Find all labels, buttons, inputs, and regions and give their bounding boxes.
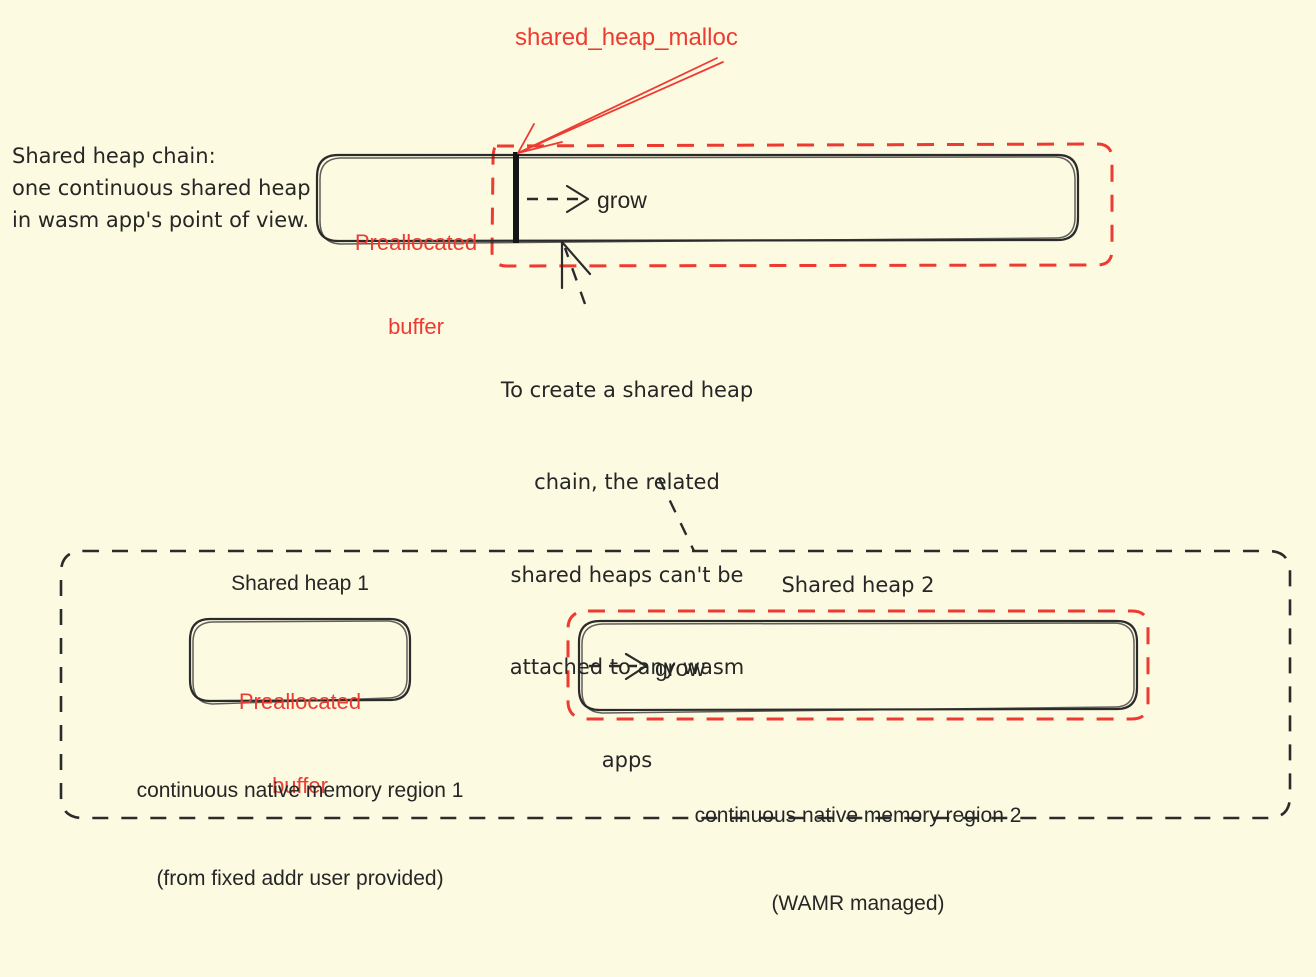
top-red-dashed-enclosure: [490, 142, 1114, 268]
heap2-caption-line-2: (WAMR managed): [771, 891, 945, 915]
constraint-note-line-1: To create a shared heap: [500, 377, 754, 402]
constraint-note-line-5: apps: [601, 748, 653, 773]
top-preallocated-buffer-line-2: buffer: [388, 313, 444, 339]
heap2-caption-line-1: continuous native memory region 2: [694, 803, 1022, 827]
constraint-note-line-3: shared heaps can't be: [510, 562, 744, 587]
heap2-title: Shared heap 2: [781, 573, 935, 597]
heap1-buffer-line-1: Preallocated: [238, 688, 362, 714]
diagram-canvas: .sk { fill:none; stroke:#2b2b2b; stroke-…: [12, 24, 1292, 915]
heap1-buffer-label: Preallocated buffer: [200, 632, 400, 856]
middle-note-leader-arrow: [560, 240, 592, 305]
constraint-note-line-4: attached to any wasm: [509, 655, 745, 680]
shared-heap-chain-note-line-1: Shared heap chain:: [12, 144, 216, 168]
heap1-buffer-line-2: buffer: [272, 772, 328, 798]
shared-heap-chain-constraint-note: To create a shared heap chain, the relat…: [472, 313, 782, 838]
shared-heap-malloc-label: shared_heap_malloc: [515, 24, 738, 51]
shared-heap-chain-note-line-3: in wasm app's point of view.: [12, 208, 310, 232]
heap1-caption-line-1: continuous native memory region 1: [136, 778, 464, 802]
heap1-title: Shared heap 1: [231, 572, 369, 595]
constraint-note-line-2: chain, the related: [534, 470, 720, 495]
shared-heap-malloc-callout-arrow: [517, 57, 724, 154]
heap2-caption: continuous native memory region 2 (WAMR …: [668, 742, 1048, 977]
top-grow-label: grow: [597, 187, 647, 213]
heap1-caption: continuous native memory region 1 (from …: [110, 717, 490, 952]
heap2-grow-label: grow: [655, 655, 705, 681]
shared-heap-chain-note-line-2: one continuous shared heap: [12, 176, 311, 200]
top-grow-arrow: [527, 184, 590, 214]
top-preallocated-buffer-label: Preallocated buffer: [336, 173, 496, 397]
top-preallocated-buffer-line-1: Preallocated: [354, 229, 478, 255]
heap1-caption-line-2: (from fixed addr user provided): [156, 866, 444, 890]
